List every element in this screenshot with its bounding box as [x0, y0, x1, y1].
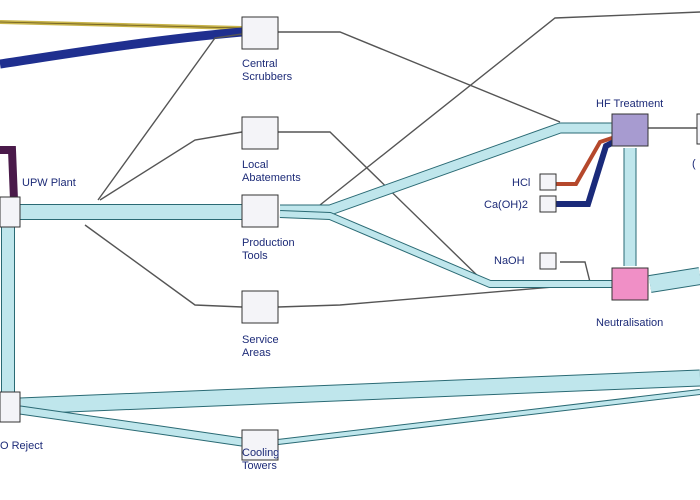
- caoh2-node[interactable]: [539, 195, 557, 213]
- upw-feed-band: [0, 146, 18, 201]
- local-abatements-label: Local Abatements: [242, 159, 301, 184]
- labels: UPW Plant Central Scrubbers Local Abatem…: [0, 58, 696, 472]
- nodes: [0, 16, 700, 461]
- production-tools-node[interactable]: [241, 194, 279, 228]
- thin-connections: [84, 11, 700, 308]
- cooling-towers-node[interactable]: [241, 429, 279, 461]
- water-flows: [1, 122, 700, 447]
- neutralisation-label: Neutralisation: [596, 317, 663, 329]
- upw-plant-label: UPW Plant: [22, 177, 76, 189]
- neutralisation-node[interactable]: [611, 267, 649, 301]
- cooling-towers-label: Cooling Towers: [242, 447, 282, 472]
- hcl-node[interactable]: [539, 173, 557, 191]
- central-scrubbers-label: Central Scrubbers: [242, 58, 293, 83]
- caoh2-label: Ca(OH)2: [484, 199, 528, 211]
- production-tools-label: Production Tools: [242, 237, 298, 262]
- hcl-label: HCl: [512, 177, 530, 189]
- ro-reject-node[interactable]: [0, 391, 21, 423]
- hf-treatment-node[interactable]: [611, 113, 649, 147]
- hf-treatment-label: HF Treatment: [596, 98, 663, 110]
- naoh-label: NaOH: [494, 255, 525, 267]
- local-abatements-node[interactable]: [241, 116, 279, 150]
- naoh-node[interactable]: [539, 252, 557, 270]
- service-areas-label: Service Areas: [242, 334, 282, 359]
- right-partial-label: (: [692, 158, 696, 170]
- upw-plant-node[interactable]: [0, 196, 21, 228]
- top-feed-lines: [0, 20, 243, 69]
- right-partial-node[interactable]: [696, 113, 700, 145]
- chemical-feeds: [556, 136, 616, 207]
- ro-reject-label: O Reject: [0, 440, 43, 452]
- central-scrubbers-node[interactable]: [241, 16, 279, 50]
- service-areas-node[interactable]: [241, 290, 279, 324]
